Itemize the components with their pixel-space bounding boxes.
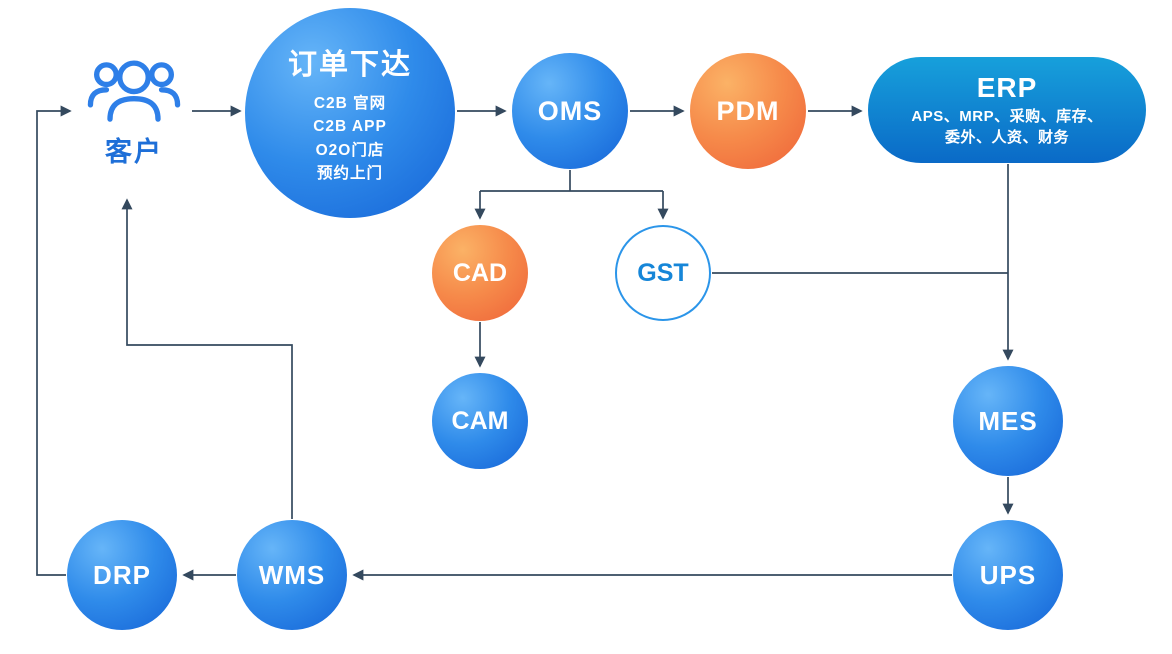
arrow-wms-to-customer [121, 198, 293, 519]
gst-label: GST [637, 258, 689, 287]
wms-label: WMS [258, 559, 326, 590]
node-cam: CAM [432, 373, 528, 469]
erp-modules-line-2: 委外、人资、财务 [944, 128, 1069, 146]
customer-group-icon [87, 60, 181, 122]
order-channel-appointment: 预约上门 [316, 164, 383, 182]
node-customer: 客户 [78, 48, 190, 169]
node-order: 订单下达 C2B 官网 C2B APP O2O门店 预约上门 [245, 8, 455, 218]
erp-title: ERP [976, 72, 1038, 104]
node-pdm: PDM [690, 53, 806, 169]
node-oms: OMS [512, 53, 628, 169]
node-wms: WMS [237, 520, 347, 630]
node-erp: ERP APS、MRP、采购、库存、 委外、人资、财务 [868, 57, 1146, 163]
order-channel-o2o-store: O2O门店 [315, 141, 385, 159]
customer-label: 客户 [105, 137, 163, 167]
node-cad: CAD [432, 225, 528, 321]
node-drp: DRP [67, 520, 177, 630]
arrow-drp-to-customer [36, 105, 72, 576]
oms-label: OMS [537, 95, 603, 126]
line-oms-branch [480, 170, 663, 192]
cad-label: CAD [452, 258, 508, 287]
drp-label: DRP [93, 559, 151, 590]
pdm-label: PDM [716, 95, 780, 126]
node-ups: UPS [953, 520, 1063, 630]
node-mes: MES [953, 366, 1063, 476]
erp-modules-line-1: APS、MRP、采购、库存、 [911, 108, 1103, 126]
ups-label: UPS [979, 559, 1037, 590]
mes-label: MES [978, 405, 1038, 436]
order-channel-c2b-app: C2B APP [313, 118, 387, 136]
order-title: 订单下达 [287, 49, 412, 81]
order-channel-c2b-web: C2B 官网 [313, 95, 387, 112]
node-gst: GST [615, 225, 711, 321]
cam-label: CAM [451, 406, 509, 435]
